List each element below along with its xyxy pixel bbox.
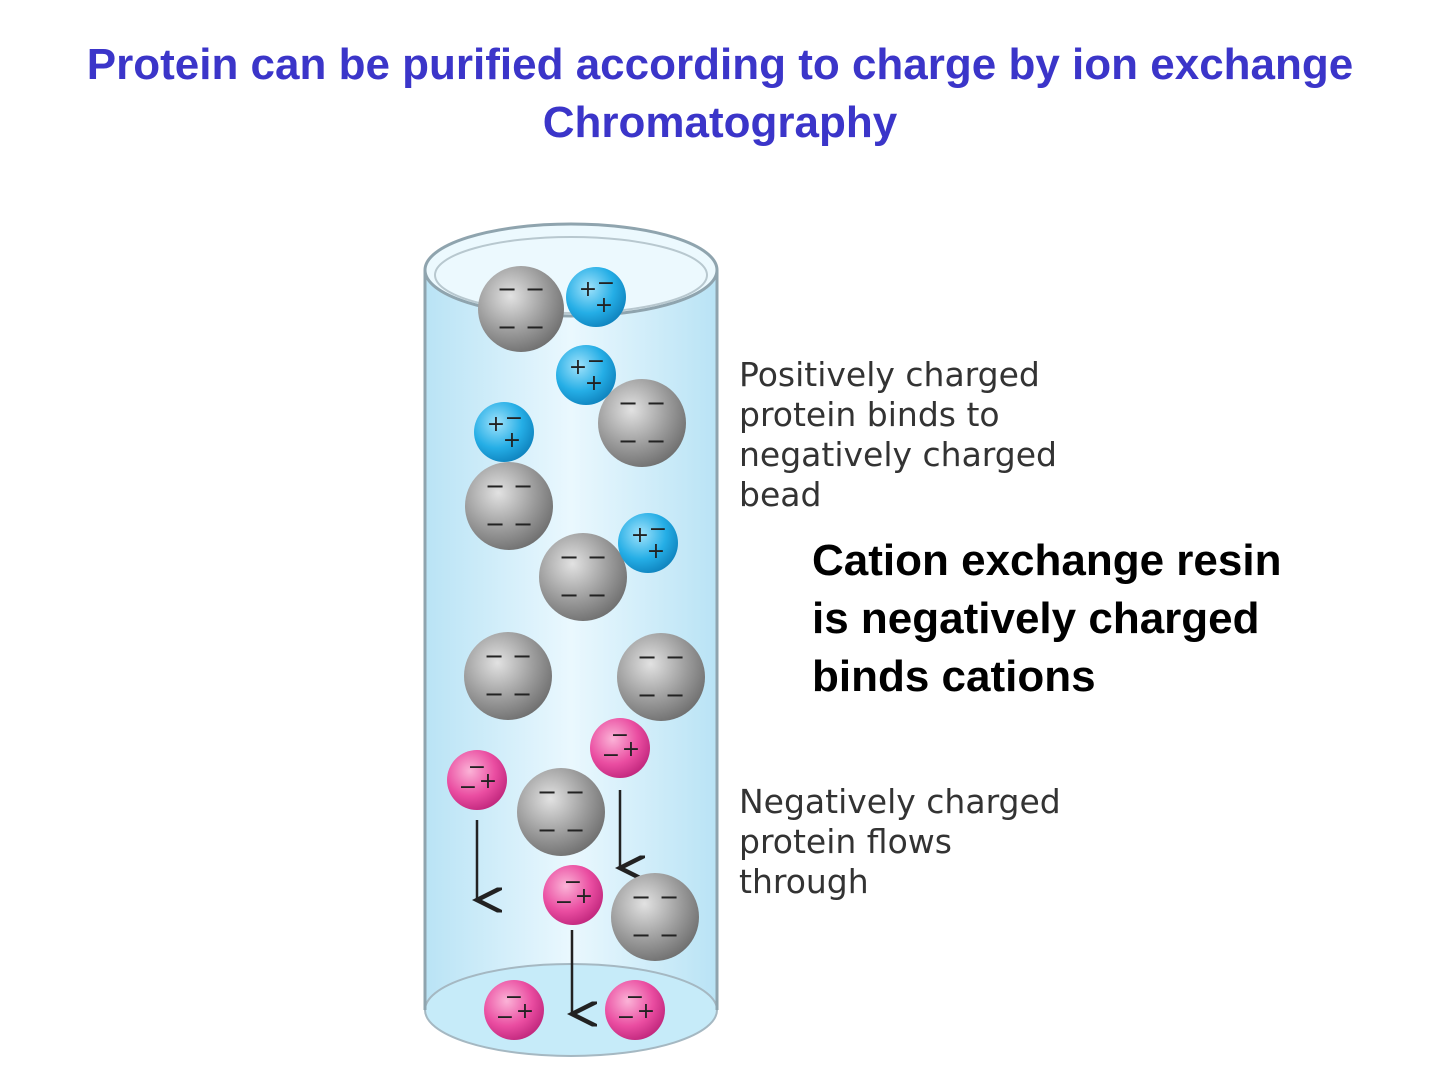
protein-charge: − [468, 755, 486, 780]
negative-bead: − − − − [464, 632, 552, 720]
bead-charge: − [497, 275, 517, 303]
resin-note-line: is negatively charged [812, 594, 1260, 643]
bead-charge: − [631, 883, 651, 911]
positive-protein: + − + [474, 402, 534, 462]
bead-charge: − [485, 472, 505, 500]
negative-protein: − − + [447, 750, 507, 810]
protein-charge: − [505, 406, 523, 431]
bead-charge: − [618, 389, 638, 417]
positive-protein: + − + [556, 345, 616, 405]
bead-charge: − [484, 680, 504, 708]
bead-charge: − [513, 472, 533, 500]
negative-protein-callout: Negatively charged protein flows through [739, 782, 1061, 901]
callout-line: protein binds to [739, 395, 1000, 434]
protein-charge: − [611, 723, 629, 748]
bead-charge: − [659, 883, 679, 911]
negative-bead: − − − − [611, 873, 699, 961]
protein-charge: − [496, 1005, 514, 1030]
protein-charge: − [626, 985, 644, 1010]
callout-line: bead [739, 475, 821, 514]
negative-protein: − − + [605, 980, 665, 1040]
bead-charge: − [637, 643, 657, 671]
protein-charge: − [597, 271, 615, 296]
protein-charge: − [587, 349, 605, 374]
bead-charge: − [537, 778, 557, 806]
protein-charge: − [564, 870, 582, 895]
bead-charge: − [565, 816, 585, 844]
protein-charge: + [479, 769, 497, 794]
protein-charge: + [647, 539, 665, 564]
negative-bead: − − − − [517, 768, 605, 856]
resin-note-line: Cation exchange resin [812, 536, 1282, 585]
positive-protein-callout: Positively charged protein binds to nega… [739, 355, 1057, 514]
callout-line: Negatively charged [739, 782, 1061, 821]
protein-charge: + [569, 355, 587, 380]
protein-charge: + [579, 277, 597, 302]
negative-bead: − − − − [478, 266, 564, 352]
resin-note-line: binds cations [812, 652, 1096, 701]
bead-charge: − [665, 681, 685, 709]
protein-charge: − [649, 517, 667, 542]
protein-charge: − [617, 1005, 635, 1030]
bead-charge: − [646, 389, 666, 417]
title-line-1: Protein can be purified according to cha… [86, 40, 1354, 89]
bead-charge: − [559, 543, 579, 571]
bead-charge: − [559, 581, 579, 609]
bead-charge: − [646, 427, 666, 455]
resin-note: Cation exchange resin is negatively char… [812, 532, 1412, 706]
protein-charge: − [602, 743, 620, 768]
protein-charge: − [505, 985, 523, 1010]
negative-protein: − − + [484, 980, 544, 1040]
bead-charge: − [587, 543, 607, 571]
negative-protein: − − + [590, 718, 650, 778]
protein-charge: + [631, 523, 649, 548]
negative-bead: − − − − [617, 633, 705, 721]
bead-charge: − [665, 643, 685, 671]
bead-charge: − [618, 427, 638, 455]
callout-line: negatively charged [739, 435, 1057, 474]
protein-charge: + [487, 412, 505, 437]
bead-charge: − [537, 816, 557, 844]
protein-charge: + [595, 293, 613, 318]
negative-bead: − − − − [465, 462, 553, 550]
positive-protein: + − + [566, 267, 626, 327]
negative-protein: − − + [543, 865, 603, 925]
protein-charge: − [555, 890, 573, 915]
negative-bead: − − − − [598, 379, 686, 467]
bead-charge: − [484, 642, 504, 670]
callout-line: protein flows [739, 822, 952, 861]
protein-charge: + [637, 999, 655, 1024]
bead-charge: − [512, 642, 532, 670]
bead-charge: − [587, 581, 607, 609]
protein-charge: + [585, 371, 603, 396]
callout-line: through [739, 862, 869, 901]
protein-charge: + [516, 999, 534, 1024]
bead-charge: − [659, 921, 679, 949]
negative-bead: − − − − [539, 533, 627, 621]
bead-charge: − [637, 681, 657, 709]
callout-line: Positively charged [739, 355, 1040, 394]
positive-protein: + − + [618, 513, 678, 573]
bead-charge: − [525, 313, 545, 341]
bead-charge: − [512, 680, 532, 708]
slide-title: Protein can be purified according to cha… [0, 36, 1440, 152]
protein-charge: − [459, 775, 477, 800]
bead-charge: − [525, 275, 545, 303]
bead-charge: − [497, 313, 517, 341]
protein-charge: + [622, 737, 640, 762]
bead-charge: − [485, 510, 505, 538]
bead-charge: − [631, 921, 651, 949]
bead-charge: − [513, 510, 533, 538]
bead-charge: − [565, 778, 585, 806]
title-line-2: Chromatography [542, 98, 898, 147]
protein-charge: + [503, 428, 521, 453]
protein-charge: + [575, 884, 593, 909]
